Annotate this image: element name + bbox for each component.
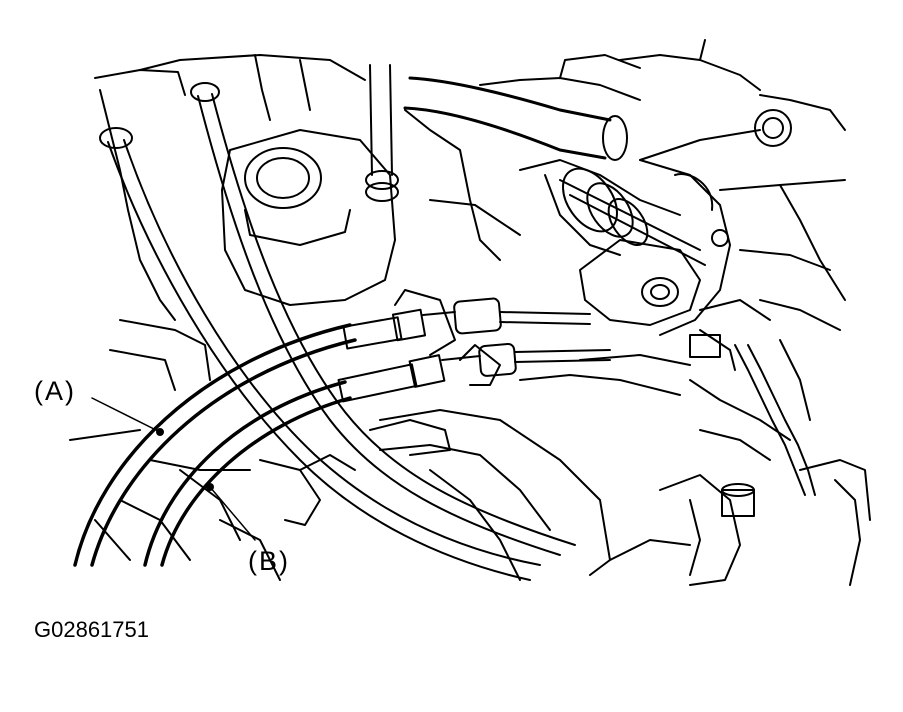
callout-leaders bbox=[91, 397, 256, 541]
callout-label-b: (B) bbox=[248, 546, 290, 576]
shift-linkage-assembly bbox=[519, 159, 816, 496]
engine-structure bbox=[69, 39, 871, 586]
coolant-hose bbox=[365, 64, 628, 202]
shift-cable-a bbox=[73, 289, 591, 567]
vacuum-tubes bbox=[99, 82, 576, 581]
figure-id: G02861751 bbox=[34, 617, 149, 642]
shift-cable-b bbox=[143, 342, 611, 567]
callout-label-a: (A) bbox=[34, 376, 76, 406]
